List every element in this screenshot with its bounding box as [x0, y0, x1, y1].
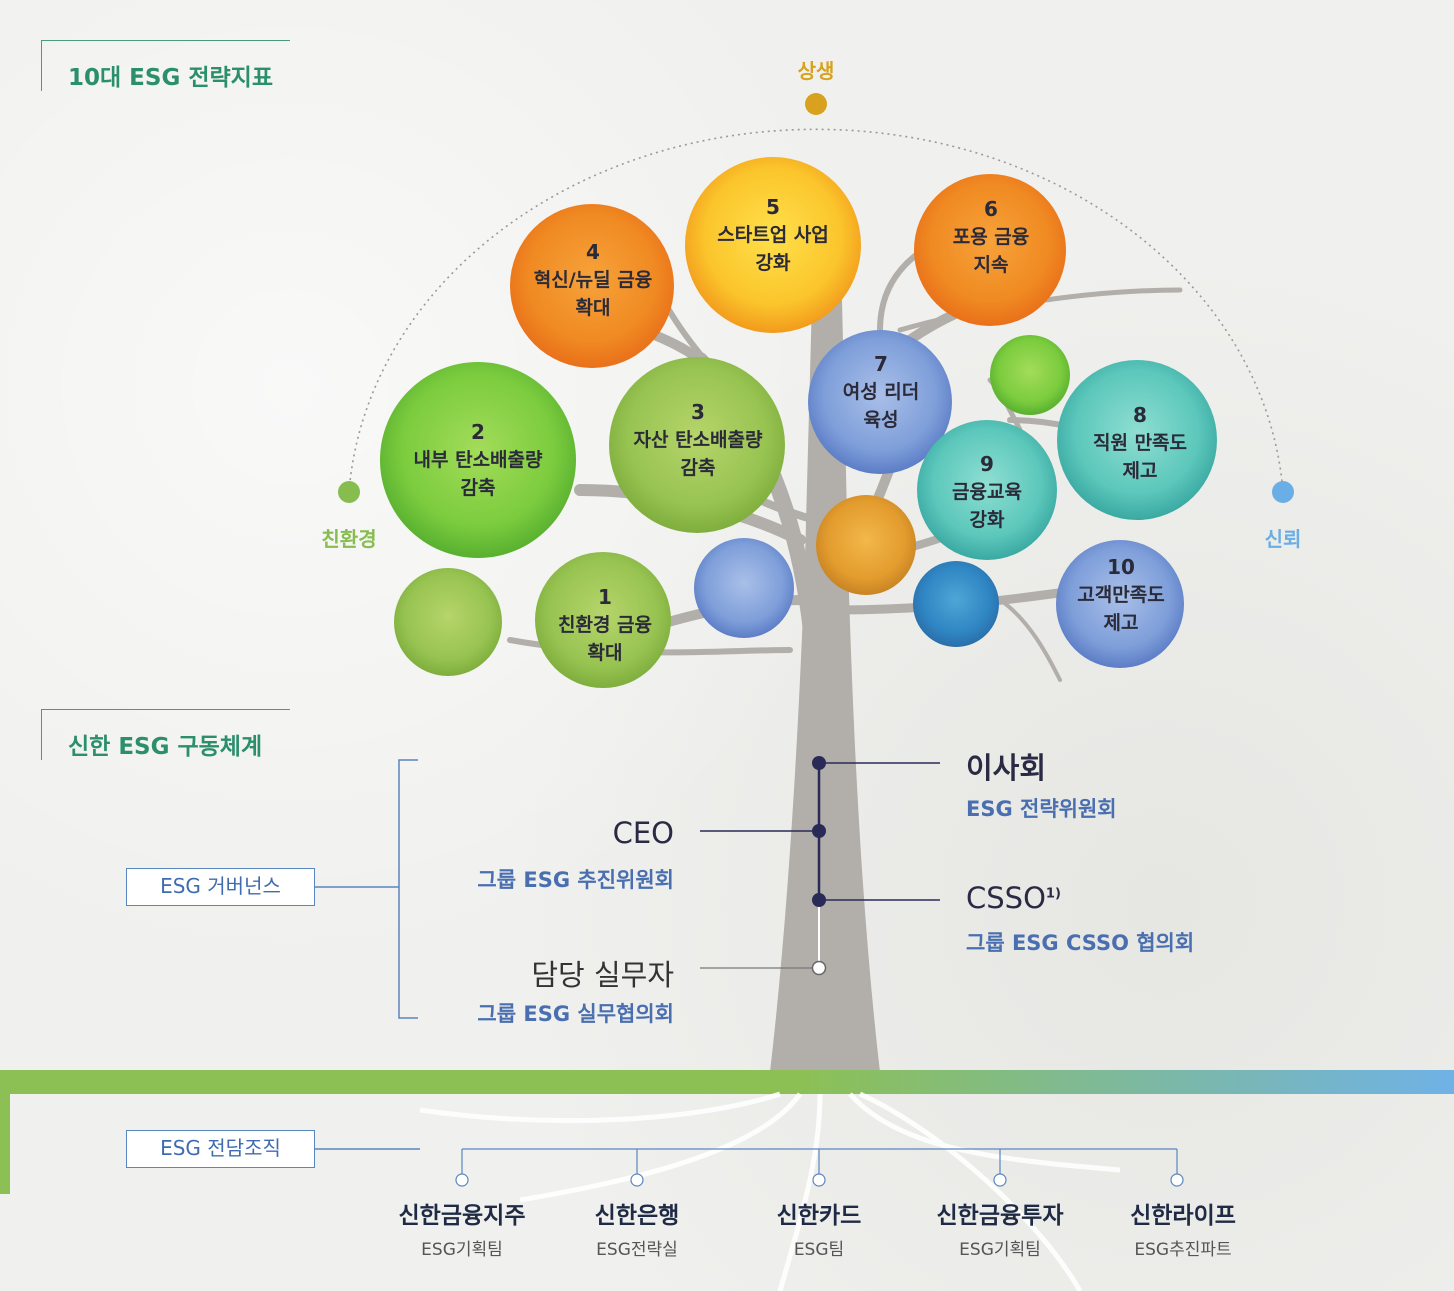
indicator-number: 1: [598, 585, 612, 609]
indicator-8: 8 직원 만족도 제고: [1093, 401, 1187, 485]
csso-footnote-mark: 1): [1045, 886, 1061, 902]
indicator-label-line1: 자산 탄소배출량: [633, 429, 763, 451]
indicator-4: 4 혁신/뉴딜 금융 확대: [534, 238, 652, 322]
indicator-label-line2: 감축: [460, 477, 496, 499]
indicator-label-line2: 확대: [575, 297, 611, 319]
org-team: ESG팀: [793, 1240, 845, 1260]
indicator-number: 8: [1133, 403, 1147, 427]
axis-label-left: 친환경: [321, 527, 377, 551]
indicator-10: 10 고객만족도 제고: [1077, 553, 1164, 637]
indicator-label-line2: 제고: [1103, 612, 1139, 634]
indicator-5: 5 스타트업 사업 강화: [717, 193, 829, 277]
indicator-number: 10: [1107, 555, 1135, 579]
indicator-label-line1: 친환경 금융: [557, 614, 653, 636]
indicator-label-line1: 금융교육: [952, 481, 1022, 503]
org-name: 신한카드: [776, 1203, 862, 1229]
indicator-label-line1: 내부 탄소배출량: [413, 449, 543, 471]
board-subtitle: ESG 전략위원회: [966, 797, 1117, 821]
csso-title: CSSO1): [966, 881, 1061, 915]
indicator-label-line1: 여성 리더: [842, 381, 920, 403]
axis-label-top: 상생: [797, 59, 835, 83]
csso-title-text: CSSO: [966, 881, 1046, 915]
org-team: ESG기획팀: [421, 1240, 503, 1260]
board-title: 이사회: [966, 751, 1047, 785]
indicator-7: 7 여성 리더 육성: [843, 350, 920, 434]
indicator-label-line1: 혁신/뉴딜 금융: [533, 269, 653, 291]
org-name: 신한금융투자: [936, 1203, 1064, 1229]
indicator-number: 3: [691, 400, 705, 424]
csso-subtitle: 그룹 ESG CSSO 협의회: [966, 931, 1195, 955]
indicator-label-line2: 지속: [973, 254, 1009, 276]
org-team: ESG전략실: [596, 1240, 678, 1260]
dedicated-org-box: ESG 전담조직: [126, 1130, 315, 1168]
indicator-2: 2 내부 탄소배출량 감축: [414, 418, 543, 502]
ceo-title: CEO: [612, 816, 674, 850]
governance-title-bracket: [41, 709, 290, 760]
indicator-label-line2: 제고: [1122, 460, 1158, 482]
staff-subtitle: 그룹 ESG 실무협의회: [477, 1002, 674, 1026]
axis-label-right: 신뢰: [1264, 527, 1302, 551]
org-team: ESG추진파트: [1134, 1240, 1232, 1260]
indicator-number: 4: [586, 240, 600, 264]
indicator-label-line1: 직원 만족도: [1092, 432, 1188, 454]
governance-section-title: 신한 ESG 구동체계: [68, 734, 263, 760]
indicator-number: 2: [471, 420, 485, 444]
org-name: 신한은행: [594, 1203, 680, 1229]
strategy-section-title: 10대 ESG 전략지표: [68, 65, 273, 91]
org-name: 신한라이프: [1130, 1203, 1236, 1229]
staff-title: 담당 실무자: [531, 958, 674, 992]
indicator-label-line2: 강화: [755, 252, 791, 274]
indicator-label-line2: 확대: [587, 642, 623, 664]
indicator-label-line1: 스타트업 사업: [717, 224, 829, 246]
governance-box: ESG 거버넌스: [126, 868, 315, 906]
indicator-1: 1 친환경 금융 확대: [558, 583, 652, 667]
indicator-3: 3 자산 탄소배출량 감축: [634, 398, 763, 482]
indicator-label-line2: 강화: [969, 509, 1005, 531]
indicator-6: 6 포용 금융 지속: [953, 195, 1030, 279]
indicator-number: 5: [766, 195, 780, 219]
indicator-number: 9: [980, 452, 994, 476]
org-name: 신한금융지주: [398, 1203, 526, 1229]
indicator-label-line1: 고객만족도: [1077, 584, 1165, 606]
indicator-label-line2: 감축: [680, 457, 716, 479]
strategy-title-bracket: [41, 40, 290, 91]
org-team: ESG기획팀: [959, 1240, 1041, 1260]
indicator-label-line2: 육성: [863, 409, 899, 431]
indicator-9: 9 금융교육 강화: [952, 450, 1022, 534]
indicator-label-line1: 포용 금융: [952, 226, 1030, 248]
indicator-number: 7: [874, 352, 888, 376]
ceo-subtitle: 그룹 ESG 추진위원회: [477, 868, 674, 892]
indicator-number: 6: [984, 197, 998, 221]
